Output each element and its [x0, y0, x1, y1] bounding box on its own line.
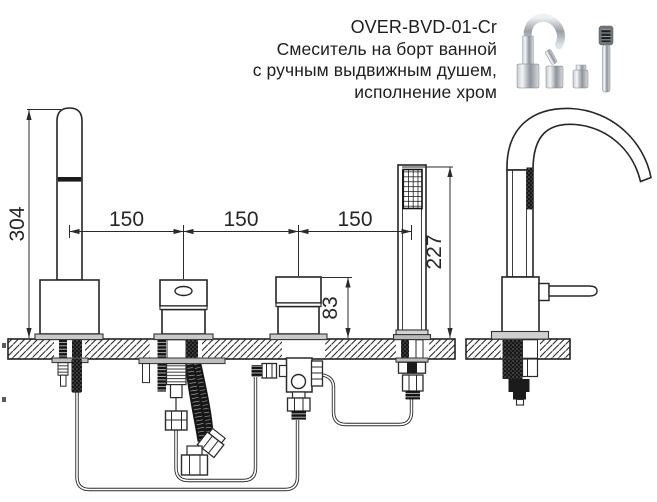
spout-outlet: [57, 177, 82, 182]
dim-label-150-middle: 150: [223, 208, 258, 231]
product-model: OVER-BVD-01-Cr: [350, 17, 497, 37]
lever-side-profile: [548, 285, 598, 297]
photo-lever-handle: [545, 49, 564, 89]
product-description-line: с ручным выдвижным душем,: [252, 60, 497, 80]
photo-diverter-handle: [572, 64, 589, 89]
product-photo: [516, 13, 614, 93]
dimension-shower-height: 227: [402, 166, 453, 338]
micro-annotation: [2, 397, 6, 402]
supply-hoses: [75, 359, 414, 492]
handshower-front-view: [392, 164, 432, 400]
dim-label-83: 83: [319, 296, 342, 319]
dim-label-304: 304: [6, 206, 29, 241]
micro-annotation: [2, 343, 6, 348]
handle-top-detail: [174, 285, 193, 297]
dimension-handle-height: 83: [319, 277, 352, 338]
mixer-handle-front-view: [138, 225, 226, 431]
dim-label-227: 227: [423, 234, 446, 269]
hose-end-nuts: [180, 427, 226, 476]
title-block: OVER-BVD-01-Cr Смеситель на борт ванной …: [253, 17, 497, 103]
diverter-front-view: [251, 225, 328, 420]
dimension-spout-height: 304: [6, 109, 61, 338]
deck-front-section: [2, 338, 456, 402]
faucet-side-view: [465, 107, 652, 406]
spout-front-view: [34, 107, 104, 393]
handshower-side-profile: [526, 167, 533, 210]
shower-spray-face: [402, 168, 423, 210]
photo-handshower: [598, 25, 614, 93]
dim-label-150-right: 150: [337, 208, 372, 231]
dimension-spacing-row: 150 150 150: [69, 208, 412, 240]
product-description-line: Смеситель на борт ванной: [276, 38, 497, 59]
photo-spout: [516, 13, 565, 89]
dim-label-150-left: 150: [109, 208, 144, 231]
product-description-line: исполнение хром: [354, 81, 497, 102]
